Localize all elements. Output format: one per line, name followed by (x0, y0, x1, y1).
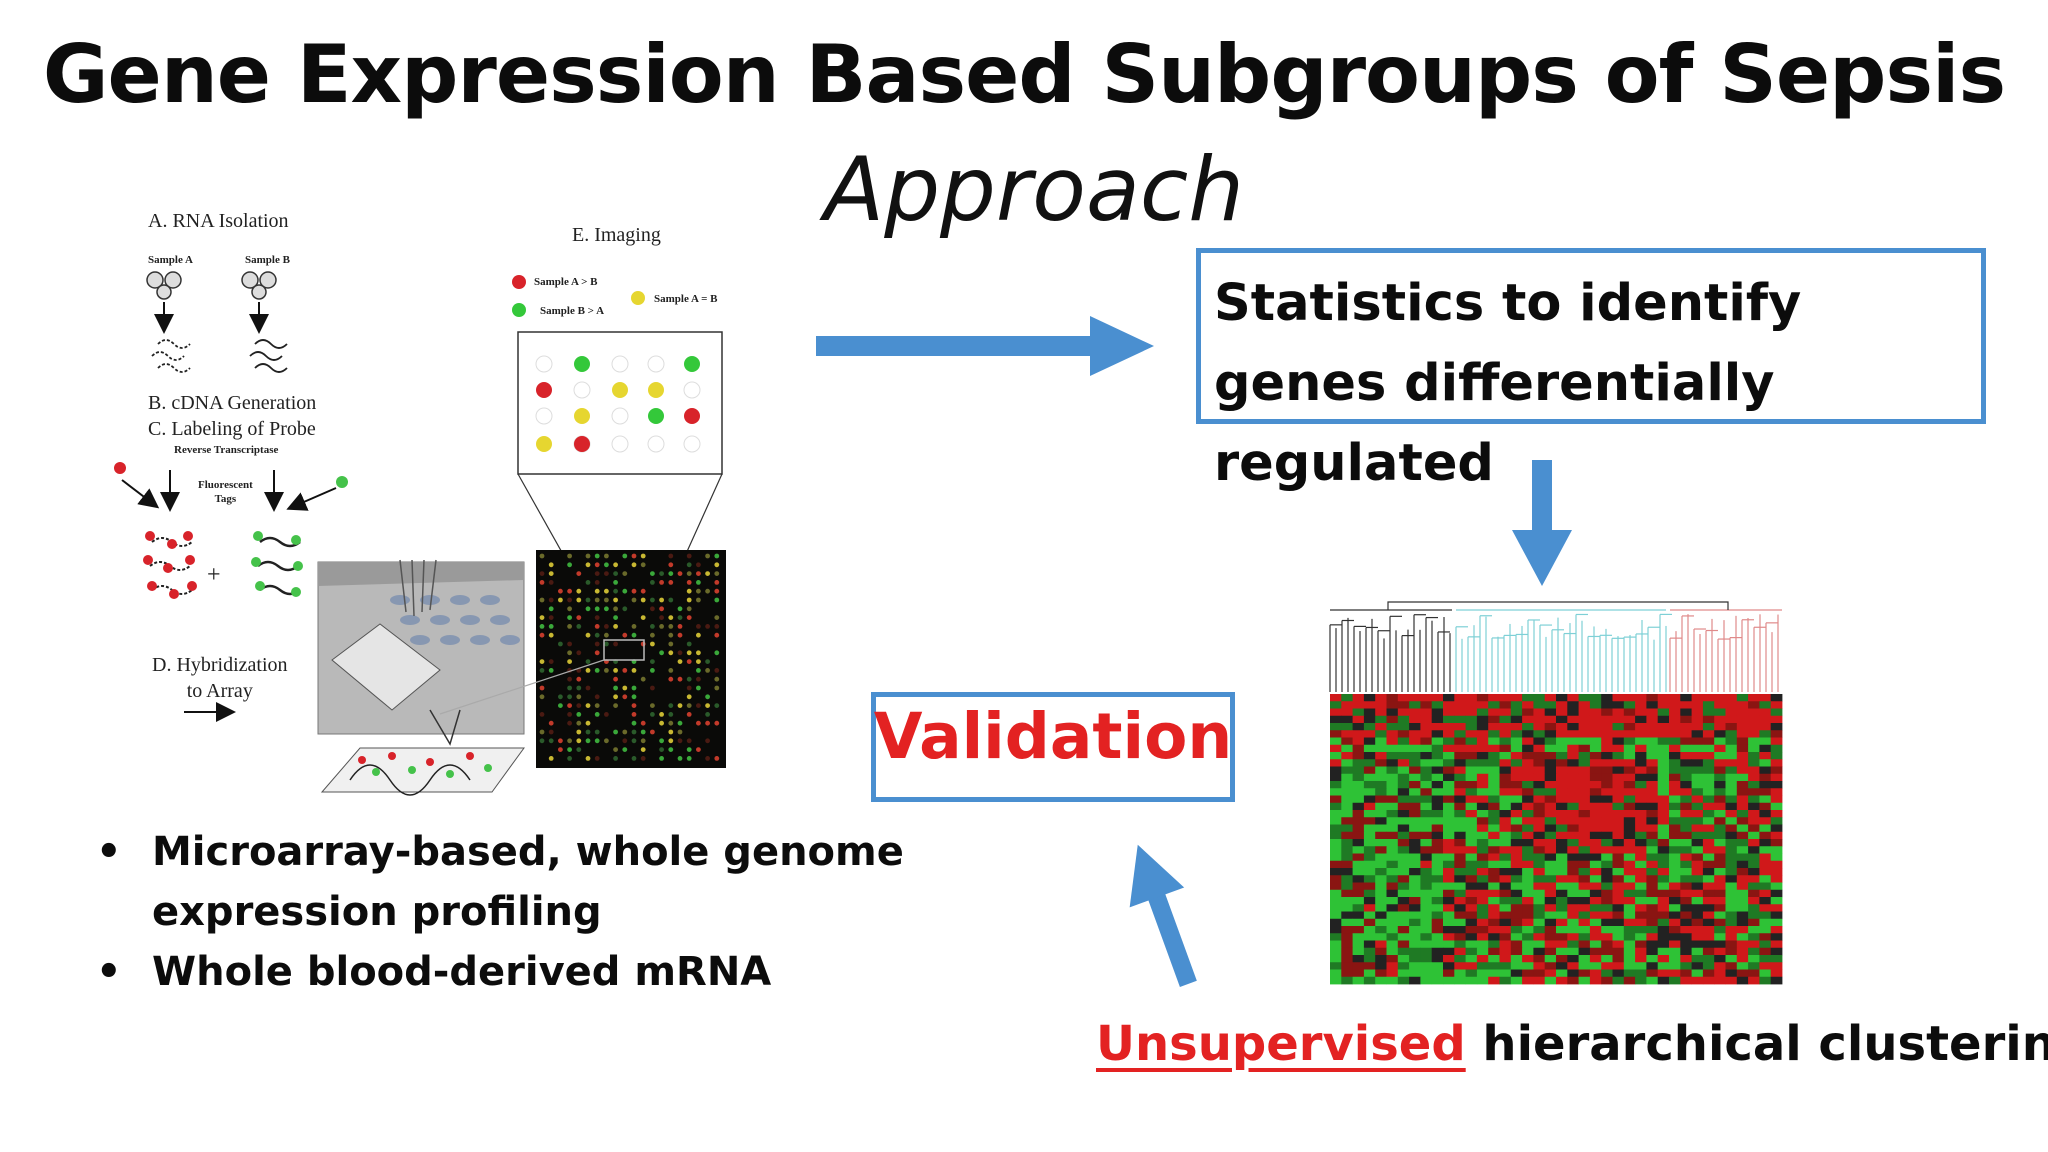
plus-sign: + (207, 562, 221, 588)
slide-subtitle: Approach (824, 138, 1245, 241)
bullet-text: Whole blood-derived mRNA (152, 949, 772, 995)
legend-b-gt-a: Sample B > A (540, 305, 605, 317)
clustering-caption: Unsupervised hierarchical clustering (1096, 1016, 2048, 1072)
labeled-cdna-icon (143, 531, 303, 599)
array-plate-photo (317, 559, 525, 796)
clustering-figure (1329, 601, 1783, 985)
slide-title: Gene Expression Based Subgroups of Sepsi… (42, 28, 2006, 121)
unsupervised-emphasis: Unsupervised (1096, 1016, 1466, 1072)
arrow-down-icon (1512, 460, 1572, 586)
scanned-array-image (439, 550, 726, 768)
step-d-label: D. Hybridization to Array (152, 654, 288, 702)
sample-a-label: Sample A (148, 254, 193, 266)
statistics-text: Statistics to identify genes differentia… (1214, 274, 1802, 493)
fluorescent-tags-label: Fluorescent Tags (198, 479, 253, 505)
step-e-label: E. Imaging (572, 224, 661, 246)
bullet-list: • Microarray-based, whole genome expressi… (92, 822, 912, 1002)
zoomed-spot-grid (517, 331, 723, 639)
bullet-dot: • (96, 829, 122, 875)
cell-cluster-icon (146, 271, 277, 300)
bullet-item: • Microarray-based, whole genome expressi… (92, 822, 912, 942)
step-c-label: C. Labeling of Probe (148, 418, 316, 440)
dendrogram-icon (1329, 601, 1782, 692)
heatmap-icon (1330, 694, 1783, 985)
validation-text: Validation (873, 700, 1233, 773)
statistics-box (1196, 248, 1986, 424)
step-b-label: B. cDNA Generation (148, 392, 317, 414)
step-a-label: A. RNA Isolation (148, 210, 289, 232)
bullet-dot: • (96, 949, 122, 995)
arrow-up-left-icon (1129, 844, 1197, 987)
legend-a-eq-b: Sample A = B (654, 293, 718, 305)
rna-strands-icon (151, 339, 288, 373)
arrow-right-icon (816, 316, 1154, 376)
legend-a-gt-b: Sample A > B (534, 276, 598, 288)
reverse-transcriptase-label: Reverse Transcriptase (174, 444, 279, 456)
bullet-text: Microarray-based, whole genome expressio… (152, 829, 904, 935)
validation-box (871, 692, 1235, 802)
sample-b-label: Sample B (245, 254, 290, 266)
clustering-caption-rest: hierarchical clustering (1465, 1016, 2048, 1072)
workflow-graphics (114, 271, 726, 796)
bullet-item: • Whole blood-derived mRNA (92, 942, 912, 1002)
